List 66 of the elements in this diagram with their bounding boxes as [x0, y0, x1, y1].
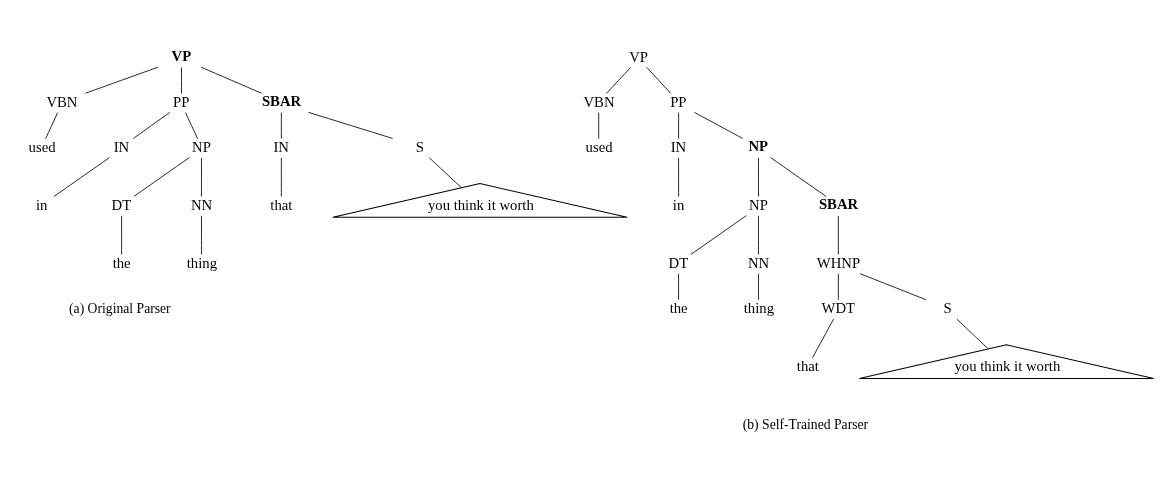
- connector: [308, 111, 393, 139]
- connector: [812, 318, 834, 358]
- node-text: used: [28, 138, 56, 155]
- connector: [185, 111, 198, 139]
- node-text: VBN: [46, 93, 78, 110]
- connector: [859, 272, 927, 300]
- connector: [133, 111, 171, 139]
- node-text: NN: [747, 254, 770, 271]
- connector: [200, 66, 263, 94]
- node-text: PP: [670, 93, 687, 110]
- node-text: used: [585, 138, 613, 155]
- connector: [678, 156, 680, 197]
- node-text: S: [943, 299, 952, 316]
- node-text: DT: [111, 196, 132, 213]
- node-text: thing: [186, 254, 217, 271]
- node-text: IN: [273, 138, 289, 155]
- node-text: thing: [743, 299, 774, 316]
- node-text: NN: [190, 196, 213, 213]
- node-text: WDT: [821, 299, 856, 316]
- node-text: SBAR: [818, 195, 859, 212]
- node-text: VBN: [583, 93, 615, 110]
- label: (b) Self-Trained Parser: [742, 416, 869, 432]
- node-text: VP: [171, 47, 192, 63]
- node-text: S: [415, 138, 425, 155]
- connector: [678, 111, 680, 139]
- connector: [690, 214, 747, 255]
- connector: [646, 66, 672, 94]
- node-text: the: [669, 299, 688, 316]
- node-text: NP: [749, 196, 768, 213]
- connector: [693, 111, 744, 139]
- connector: [280, 111, 282, 139]
- connector: [85, 66, 159, 94]
- node-text: that: [270, 196, 293, 213]
- connector: [837, 272, 839, 300]
- connector: [121, 214, 122, 255]
- connector: [201, 156, 202, 197]
- connector: [758, 272, 759, 300]
- connector: [837, 214, 839, 255]
- connector: [758, 156, 759, 197]
- connector: [429, 156, 462, 188]
- connector: [678, 272, 680, 300]
- node-text: in: [672, 196, 685, 213]
- connector: [53, 156, 110, 197]
- node-text: SBAR: [261, 92, 302, 109]
- connector: [133, 156, 190, 197]
- connector: [606, 66, 631, 94]
- connector: [45, 111, 59, 139]
- node-text: that: [796, 357, 819, 374]
- connector: [758, 214, 759, 255]
- node-text: DT: [668, 254, 689, 271]
- node-text: NP: [192, 138, 211, 155]
- connector: [280, 156, 282, 197]
- node-text: WHNP: [816, 254, 861, 271]
- connector: [598, 111, 600, 139]
- connector: [181, 66, 182, 94]
- node-text: VP: [629, 48, 649, 65]
- label: (a) Original Parser: [69, 300, 171, 316]
- node-text: IN: [670, 138, 687, 155]
- connector: [956, 318, 989, 349]
- node-text: IN: [113, 138, 130, 155]
- node-text: the: [112, 254, 131, 271]
- node-text: PP: [173, 93, 190, 110]
- connector: [770, 156, 827, 197]
- connector: [201, 214, 202, 255]
- node-text: NP: [748, 137, 769, 154]
- node-text: in: [35, 196, 48, 213]
